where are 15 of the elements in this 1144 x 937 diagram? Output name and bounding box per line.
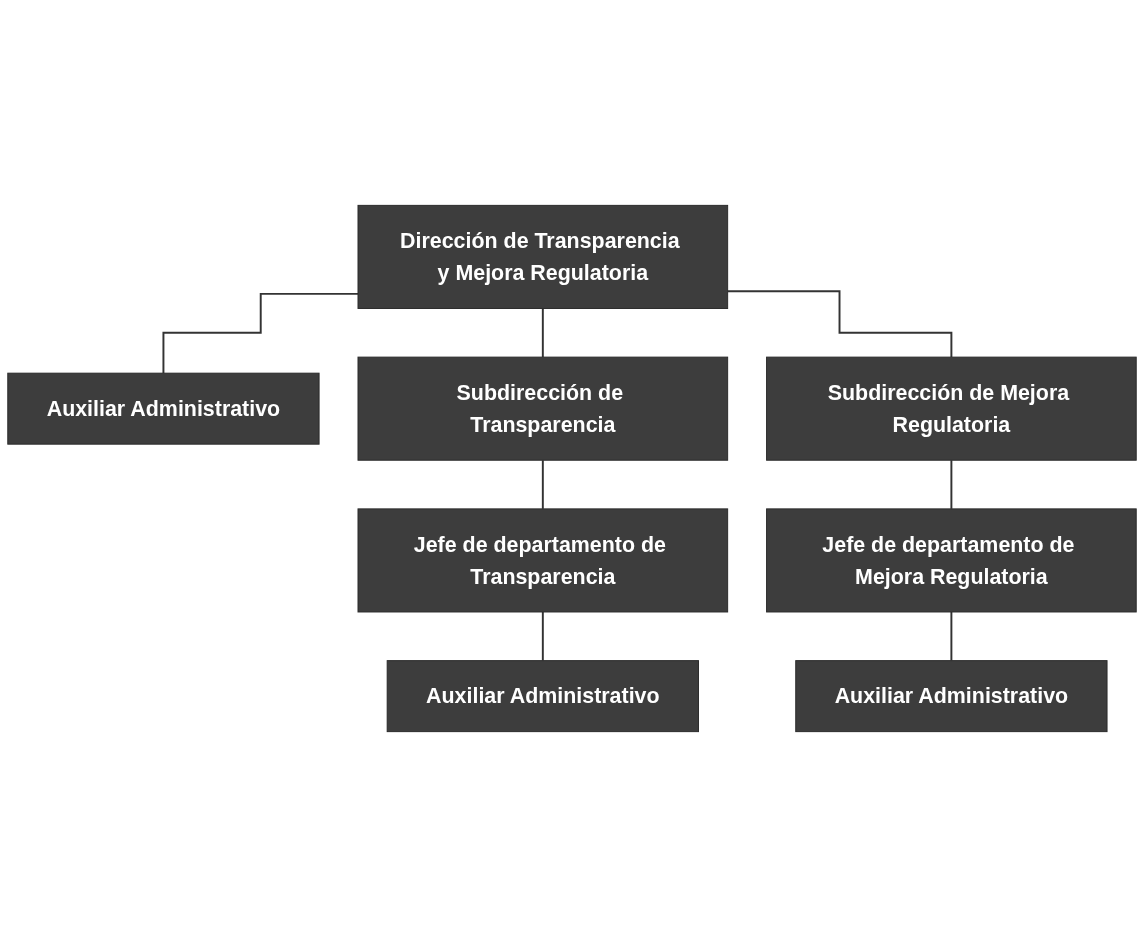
connector [162,292,359,375]
node-box: Dirección de Transparencia y Mejora Regulatoria [357,204,729,309]
node-box: Jefe de departamento de Mejora Regulatoria [766,508,1137,613]
connector [950,459,953,510]
connector [541,307,544,359]
connector [541,611,544,662]
node-box: Auxiliar Administrativo [7,372,320,445]
connector [726,290,953,359]
node-box: Subdirección de Mejora Regulatoria [766,356,1137,461]
connector [541,459,544,510]
node-box: Jefe de departamento de Transparencia [357,508,729,613]
node-box: Subdirección de Transparencia [357,356,729,461]
node-box: Auxiliar Administrativo [795,660,1108,733]
node-box: Auxiliar Administrativo [386,660,699,733]
connector [950,611,953,662]
